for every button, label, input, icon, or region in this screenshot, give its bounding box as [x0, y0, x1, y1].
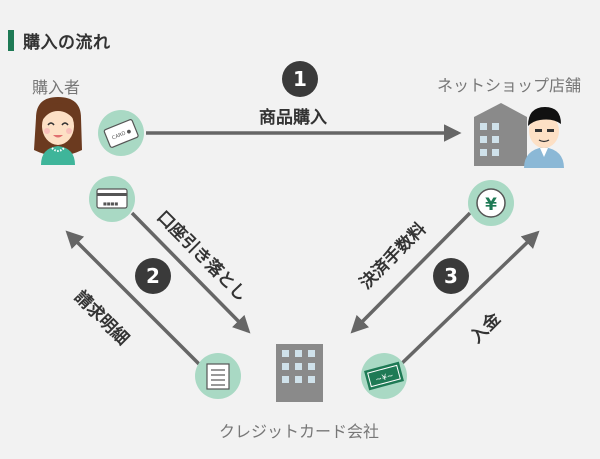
card-payment-icon: ■■■■ — [89, 176, 135, 222]
section-heading: 購入の流れ — [8, 29, 111, 53]
step-3-badge: 3 — [433, 258, 469, 294]
arrow-fee — [350, 211, 472, 334]
svg-text:2: 2 — [146, 264, 160, 288]
yen-coin-icon: ¥ — [468, 180, 514, 226]
card-company-label: クレジットカード会社 — [219, 422, 380, 441]
step-1-label: 商品購入 — [259, 108, 327, 128]
shop-building-icon — [474, 103, 527, 166]
shopkeeper-man-icon — [524, 107, 564, 168]
step-2-badge: 2 — [135, 258, 171, 294]
banknote-icon: ~¥~ — [361, 353, 407, 399]
heading-title: 購入の流れ — [23, 32, 111, 53]
buyer-woman-icon — [34, 97, 82, 165]
arrow-deposit — [395, 230, 540, 370]
svg-text:1: 1 — [293, 67, 307, 91]
card-company-building-icon — [276, 344, 323, 402]
shop-label: ネットショップ店舗 — [437, 76, 582, 95]
credit-card-icon: CARD ● — [98, 110, 144, 156]
buyer-label: 購入者 — [32, 78, 81, 97]
statement-document-icon — [195, 353, 241, 399]
svg-text:■■■■: ■■■■ — [103, 201, 118, 206]
arrow-debit — [130, 211, 251, 334]
step-1-badge: 1 — [282, 61, 318, 97]
svg-text:3: 3 — [444, 264, 458, 288]
arrow-statement — [65, 230, 205, 370]
heading-accent-bar — [8, 29, 14, 51]
svg-text:¥: ¥ — [485, 195, 497, 215]
